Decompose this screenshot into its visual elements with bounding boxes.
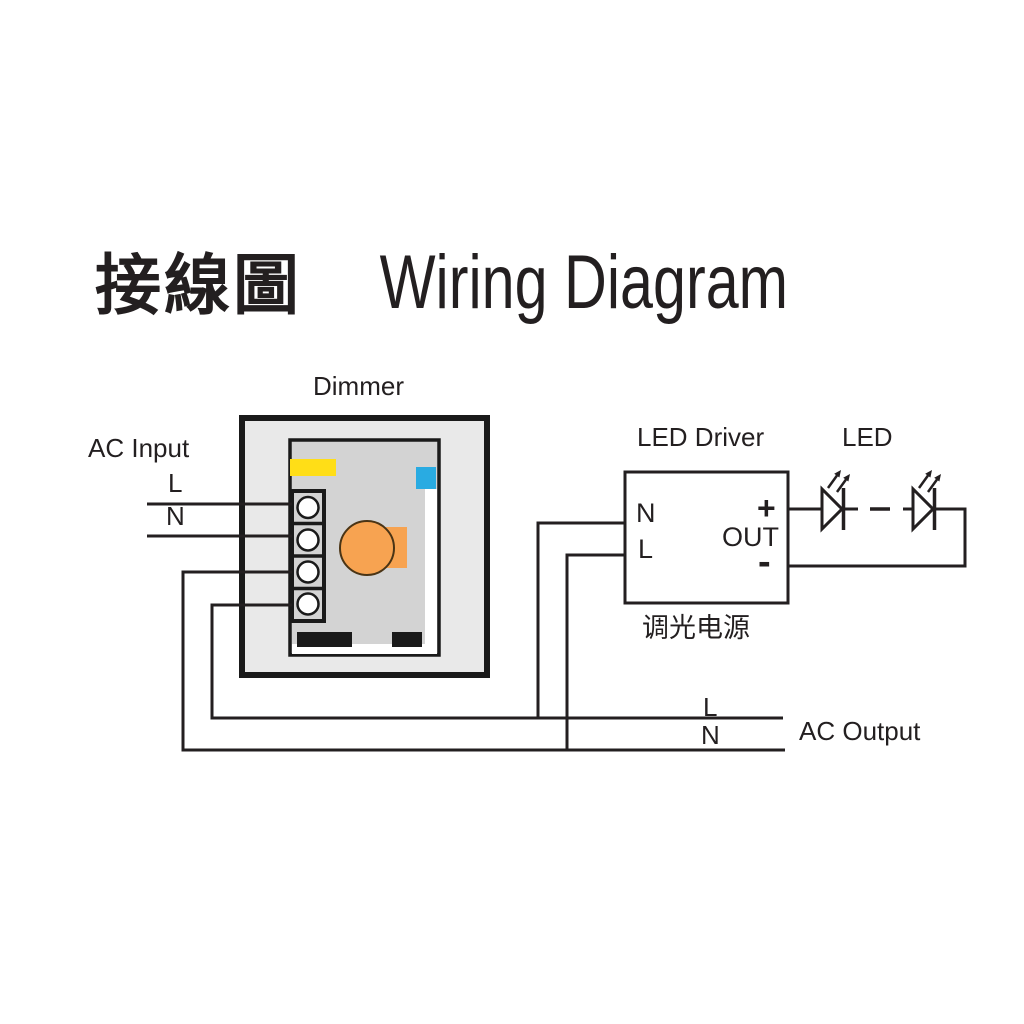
terminal-screw-4 (296, 592, 320, 616)
dimmer-label: Dimmer (313, 371, 404, 401)
wires (147, 502, 967, 752)
pcb-edge-strip-bottom (292, 644, 437, 654)
solder-pad-left (297, 632, 352, 647)
terminal-screw-2 (296, 528, 320, 552)
dimmer-unit (239, 415, 490, 678)
driver-l-terminal-label: L (638, 534, 654, 564)
led-driver-box (623, 470, 790, 605)
terminal-screw-1 (296, 495, 320, 520)
led-symbol-2 (911, 468, 943, 532)
driver-n-wire (536, 521, 625, 718)
dimmer-out-l-wire (210, 603, 783, 720)
led-label: LED (842, 422, 893, 452)
dimmer-out-n-wire (181, 570, 785, 752)
yellow-component (290, 459, 336, 476)
driver-n-terminal-label: N (636, 498, 656, 528)
ac-output-n-label: N (701, 720, 720, 750)
ac-output-l-label: L (703, 692, 718, 722)
blue-component (416, 467, 436, 489)
led-driver-label: LED Driver (637, 422, 765, 452)
led-symbol-1 (820, 468, 852, 532)
driver-chinese-label: 调光电源 (642, 613, 750, 643)
solder-pad-right (392, 632, 422, 647)
pcb-edge-strip-vertical (425, 489, 437, 647)
page-title-zh: 接線圖 (95, 248, 302, 322)
ac-input-label: AC Input (88, 433, 190, 463)
orange-knob (339, 520, 395, 576)
page-title: 接線圖 Wiring Diagram (95, 232, 846, 328)
driver-plus-label: + (757, 490, 776, 526)
ac-input-n-label: N (166, 501, 185, 531)
driver-l-wire (565, 553, 625, 750)
ac-output-label: AC Output (799, 716, 921, 746)
ac-input-l-label: L (168, 468, 183, 498)
page-title-en: Wiring Diagram (379, 240, 789, 325)
driver-out-label: OUT (722, 522, 779, 552)
led-output-loop-wire (788, 507, 967, 568)
driver-minus-label: - (758, 541, 771, 583)
terminal-screw-3 (296, 560, 320, 584)
